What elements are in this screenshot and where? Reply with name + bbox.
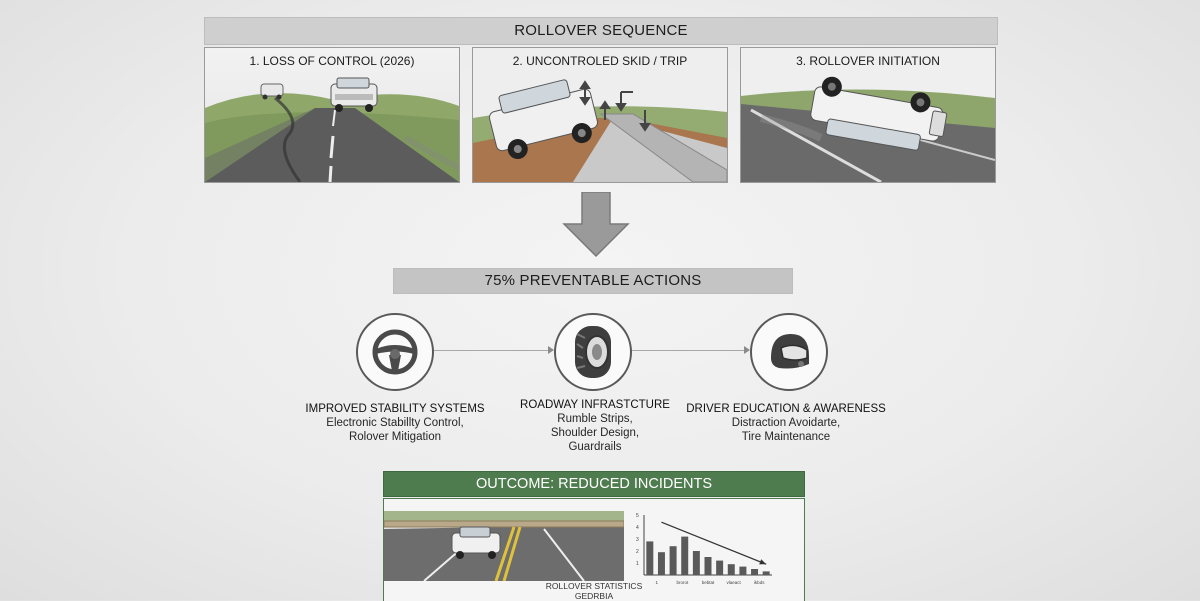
x-tick-label: bebtat — [702, 580, 715, 585]
connector-arrowhead — [744, 346, 750, 354]
connector-line — [434, 350, 548, 351]
stats-caption-sub: GEDRBIA — [574, 591, 614, 601]
chart-bar — [751, 569, 759, 575]
chart-bar — [727, 564, 735, 575]
x-tick-label: vlaeact — [726, 580, 741, 585]
x-tick-label: brorot — [677, 580, 690, 585]
y-tick-label: 2 — [636, 549, 639, 555]
action-stability-systems: IMPROVED STABILITY SYSTEMS Electronic St… — [300, 402, 490, 444]
outcome-panel: 5 4 3 2 1 1 brorot bebtat vlaeact ikbds ROLLOVER … — [383, 498, 805, 601]
rollover-statistics-chart: 5 4 3 2 1 1 brorot bebtat vlaeact ikbds — [636, 513, 772, 585]
loss-of-control-illustration — [205, 48, 459, 182]
chart-bar — [716, 560, 724, 575]
y-tick-label: 4 — [636, 525, 639, 531]
car-safe — [451, 526, 501, 559]
suv-tilting — [488, 79, 599, 160]
chart-bar — [669, 546, 677, 575]
down-arrow-icon — [562, 192, 630, 258]
chart-bar — [704, 557, 712, 575]
stats-caption-title: ROLLOVER STATISTICS — [545, 581, 643, 591]
trend-line — [661, 521, 767, 565]
tire-icon — [575, 326, 611, 378]
action-detail: Shoulder Design, — [550, 427, 640, 439]
suv-upside-down — [810, 76, 948, 151]
suv-skidding — [330, 77, 378, 112]
panel-skid-trip: 2. UNCONTROLED SKID / TRIP — [472, 47, 728, 183]
steering-wheel-icon — [372, 329, 418, 375]
panel-loss-of-control: 1. LOSS OF CONTROL (2026) — [204, 47, 460, 183]
chart-bar — [657, 552, 665, 575]
action-driver-education: DRIVER EDUCATION & AWARENESS Distraction… — [686, 402, 886, 444]
chart-bar — [692, 551, 700, 575]
rollover-sequence-banner: ROLLOVER SEQUENCE — [204, 17, 998, 45]
trend-arrowhead-icon — [759, 559, 767, 565]
outcome-banner: OUTCOME: REDUCED INCIDENTS — [383, 471, 805, 497]
stats-caption: ROLLOVER STATISTICS GEDRBIA — [534, 581, 654, 601]
action-detail: Tire Maintenance — [741, 431, 831, 443]
panel-rollover-initiation: 3. ROLLOVER INITIATION — [740, 47, 996, 183]
helmet-icon — [771, 334, 809, 369]
chart-bar — [739, 566, 747, 575]
action-detail: Distraction Avoidarte, — [731, 417, 841, 429]
chart-bar — [681, 536, 689, 575]
chart-bar — [646, 541, 654, 575]
preventable-actions-banner: 75% PREVENTABLE ACTIONS — [393, 268, 793, 294]
panel-2-title: 2. UNCONTROLED SKID / TRIP — [512, 54, 688, 68]
car-distant — [260, 83, 284, 100]
chart-bar — [762, 571, 770, 575]
y-tick-label: 1 — [636, 561, 639, 567]
highway-illustration — [384, 511, 624, 581]
y-tick-label: 3 — [636, 537, 639, 543]
action-title: DRIVER EDUCATION & AWARENESS — [686, 403, 886, 415]
connector-arrowhead — [548, 346, 554, 354]
action-title: ROADWAY INFRASTCTURE — [520, 399, 670, 411]
action-title: IMPROVED STABILITY SYSTEMS — [305, 403, 485, 415]
connector-line — [632, 350, 744, 351]
force-arrows — [579, 80, 651, 132]
roadway-infrastructure-circle — [554, 313, 632, 391]
rollover-illustration — [741, 48, 995, 182]
panel-3-title: 3. ROLLOVER INITIATION — [796, 54, 940, 68]
action-detail: Rolover Mitigation — [348, 431, 442, 443]
y-tick-label: 5 — [636, 513, 639, 519]
x-tick-label: 1 — [656, 580, 659, 585]
x-tick-label: ikbds — [754, 580, 765, 585]
action-detail: Rumble Strips, — [557, 413, 633, 425]
action-roadway-infrastructure: ROADWAY INFRASTCTURE Rumble Strips, Shou… — [500, 398, 690, 454]
skid-trip-illustration — [473, 48, 727, 182]
stability-systems-circle — [356, 313, 434, 391]
driver-education-circle — [750, 313, 828, 391]
action-detail: Electronic Stabillty Control, — [326, 417, 464, 429]
panel-1-title: 1. LOSS OF CONTROL (2026) — [249, 54, 415, 68]
action-detail: Guardrails — [568, 441, 622, 453]
